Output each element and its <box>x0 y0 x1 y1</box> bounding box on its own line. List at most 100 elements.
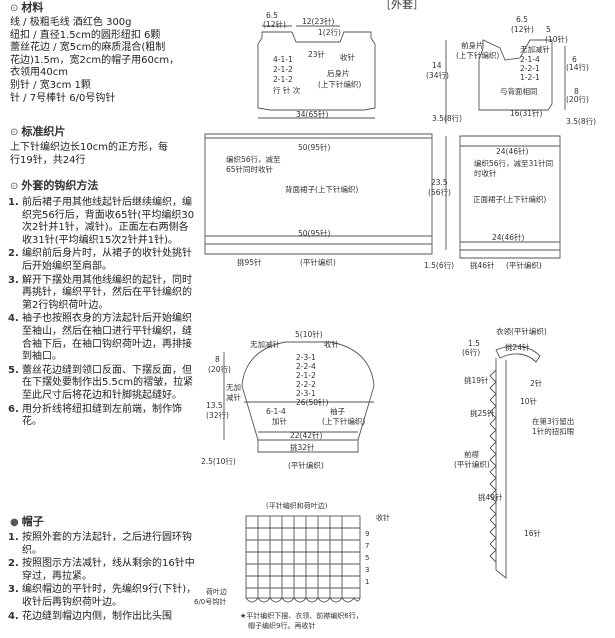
front-body: 前身片 <box>461 40 484 50</box>
step-item: 5.蕾丝花边缝到领口反面、下摆反面，但在下摆处要制作出5.5cm的褶皱，拉紧至此… <box>8 365 198 403</box>
sleeve-name: 袖子 <box>330 406 345 416</box>
sleeve-inc: 6-1-4 <box>266 407 286 416</box>
front-band <box>495 358 507 579</box>
step-number: 5. <box>8 364 19 376</box>
back-dec2: 2-1-2 <box>273 65 293 74</box>
sleeve-no-dec3: 减针 <box>226 392 241 402</box>
jacket-method-heading: ⊙外套的钩织方法 <box>10 179 99 193</box>
hat-row-9: 9 <box>365 530 369 538</box>
collar-band <box>495 345 541 363</box>
hat-row-7: 7 <box>365 542 369 550</box>
step-item: 1.前后裙子用其他线起针后继续编织，编织完56行后，背面收65针(平均编织30次… <box>8 197 198 247</box>
page-title: ［外套］ <box>380 0 424 11</box>
back-skirt-bottom: 50(95针) <box>298 228 331 238</box>
step-number: 2. <box>8 248 19 260</box>
collar-front-knit: (平针编织) <box>454 459 490 469</box>
back-dec3: 2-1-2 <box>273 75 293 84</box>
step-text: 花边缝到帽边内侧，制作出比头围 <box>22 610 172 622</box>
sleeve-top: 5(10针) <box>295 329 323 339</box>
collar-note2: 1针的扭扣眼 <box>532 426 575 436</box>
sleeve-mid: 26(50针) <box>296 397 329 407</box>
back-skirt: 背面裙子(上下针编织) <box>285 184 358 194</box>
hat-row-1: 1 <box>365 578 369 586</box>
front-no-dec: 无加减针 <box>520 44 550 54</box>
back-skirt-note1: 编织56行，减至 <box>226 154 281 164</box>
section-marker-icon: ⊙ <box>10 181 19 192</box>
jacket-method-heading-text: 外套的钩织方法 <box>21 179 99 192</box>
front-h15: 1.5(6行) <box>424 260 454 270</box>
section-marker-icon: ⊙ <box>10 3 19 14</box>
front-note1: 编织56行，减至31针同 <box>474 158 553 168</box>
front-h8-rows: (20行) <box>566 94 589 104</box>
sleeve-inc-lbl: 加针 <box>272 416 287 426</box>
collar-pick24: 挑24针 <box>505 342 530 352</box>
collar-front: 前襟 <box>464 449 479 459</box>
materials-heading-text: 材料 <box>21 1 44 14</box>
collar-pick19: 挑19针 <box>464 375 489 385</box>
collar-st16: 16针 <box>524 528 542 538</box>
front-skirt-hem <box>459 250 561 259</box>
back-neck-side: 1(2行) <box>318 27 341 37</box>
step-text: 前后裙子用其他线起针后继续编织，编织完56行后，背面收65针(平均编织30次2针… <box>22 197 195 246</box>
front-h235-rows: (56行) <box>428 187 451 197</box>
hat-heading: ●帽子 <box>10 515 44 529</box>
front-dec3: 1-2-1 <box>520 73 540 82</box>
front-pick: 挑46针 <box>470 260 495 270</box>
hat-chart-hook: 6/0号钩针 <box>194 597 226 606</box>
hat-row-5: 5 <box>365 554 369 562</box>
step-item: 4.袖子也按照衣身的方法起针后开始编织至袖山，然后在袖口进行平针编织，缝合袖下后… <box>8 313 198 363</box>
front-body-knit: (上下针编织) <box>456 50 499 60</box>
back-body-knit: (上下针编织) <box>318 79 361 89</box>
sleeve-h8: 8 <box>215 355 220 364</box>
back-dec1: 4-1-1 <box>273 55 293 64</box>
step-text: 编织前后身片时，从裙子的收针处挑针后开始编织至肩部。 <box>22 248 192 272</box>
collar-labels: 衣领(平针编织) 1.5 (6行) 挑24针 2针 挑19针 10针 挑25针 … <box>454 326 575 538</box>
front-h14-rows: (34行) <box>426 70 449 80</box>
front-note2: 时收针 <box>474 168 497 178</box>
text-line: 上下针编织边长10cm的正方形，每 <box>10 142 168 153</box>
sleeve-h25: 2.5(10行) <box>201 456 236 466</box>
sleeve-garter: (平针编织) <box>288 460 324 470</box>
hat-chart-labels: (平针编织和荷叶边) 收针 9 7 5 3 1 荷叶边 6/0号钩针 ★平针编织… <box>194 501 390 630</box>
sleeve-d2: 2-2-4 <box>296 362 316 371</box>
sleeve-knit: (上下针编织) <box>322 416 365 426</box>
hat-method-list: 1.按照外套的方法起针，之后进行圆环钩织。2.按照图示方法减针，线从剩余的16针… <box>8 532 198 624</box>
front-side-st: (10针) <box>545 34 568 44</box>
hat-chart-lace: 荷叶边 <box>206 587 227 596</box>
front-skirt: 正面裙子(上下针编织) <box>473 194 546 204</box>
collar-pick49: 挑49针 <box>478 492 503 502</box>
back-skirt-note2: 65针同时收针 <box>226 164 274 174</box>
front-bodice-outline <box>478 39 553 111</box>
sleeve-dimension-lines <box>223 352 374 440</box>
step-item: 1.按照外套的方法起针，之后进行圆环钩织。 <box>8 532 198 557</box>
text-line: 别针 / 宽3cm 1颗 <box>10 79 91 91</box>
step-item: 3.解开下摆处用其他线编织的起针，同时再挑针，编织平针，然后在平针编织的第2行钩… <box>8 275 198 313</box>
text-line: 针 / 7号棒针 6/0号钩针 <box>10 92 116 104</box>
step-text: 按照图示方法减针，线从剩余的16针中穿过，再拉紧。 <box>22 558 195 582</box>
band-lace <box>489 369 497 563</box>
collar-rows10: 10针 <box>520 396 538 406</box>
back-skirt-top: 50(95针) <box>298 142 331 152</box>
text-line: 线 / 极粗毛线 酒红色 300g <box>10 17 132 28</box>
front-chest: 16(31针) <box>510 108 543 118</box>
step-number: 2. <box>8 558 19 570</box>
front-garter: (平针编织) <box>506 260 542 270</box>
materials-heading: ⊙材料 <box>10 1 44 15</box>
collar-pick25: 挑25针 <box>470 408 495 418</box>
sleeve-labels: 5(10针) 无加减针 收针 2-3-1 2-2-4 2-1-2 2-2-2 2… <box>201 329 365 470</box>
text-line: 蕾丝花边 / 宽5cm的麻质混合(粗制 <box>10 42 166 54</box>
section-marker-icon: ● <box>10 517 19 528</box>
front-same-back: 与背面相同 <box>500 86 538 96</box>
back-dimension-lines <box>205 25 432 237</box>
front-h14: 14 <box>432 61 442 70</box>
step-number: 1. <box>8 532 19 543</box>
sleeve-d3: 2-1-2 <box>296 371 316 380</box>
sleeve-cuff <box>257 440 359 453</box>
step-item: 4.花边缝到帽边内侧，制作出比头围 <box>8 611 198 624</box>
hat-chart-note1: ★平针编织下摆、衣领、前襟编织6行， <box>240 611 363 620</box>
sleeve-bindoff: 收针 <box>324 339 339 349</box>
front-h35: 3.5(8行) <box>432 113 462 123</box>
jacket-method-list: 1.前后裙子用其他线起针后继续编织，编织完56行后，背面收65针(平均编织30次… <box>8 197 198 430</box>
